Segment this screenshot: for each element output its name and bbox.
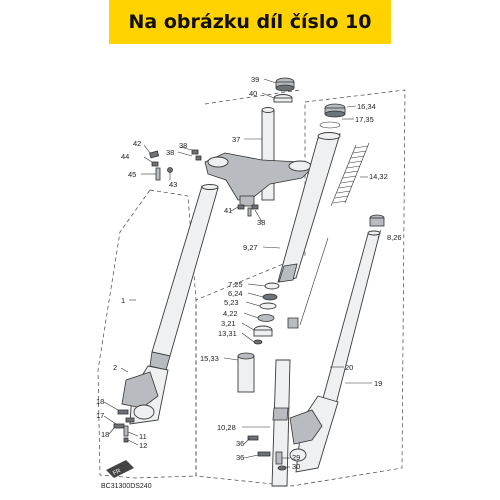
part-17-35-oring xyxy=(319,121,341,129)
callout-5-23: 5,23 xyxy=(224,298,239,307)
callout-37: 37 xyxy=(232,135,240,144)
bolts-36 xyxy=(247,435,271,457)
callout-42: 42 xyxy=(133,139,141,148)
front-arrow-badge: FR xyxy=(106,460,134,478)
triple-clamp xyxy=(204,152,313,207)
callout-13-31: 13,31 xyxy=(218,329,237,338)
callout-11: 11 xyxy=(139,432,147,441)
title-banner: Na obrázku díl číslo 10 xyxy=(109,0,391,44)
part-14-32-spring xyxy=(330,142,370,207)
callout-38-a: 38 xyxy=(179,141,187,150)
part-39-cap xyxy=(275,77,295,92)
outline-top xyxy=(204,89,301,105)
callout-43: 43 xyxy=(169,180,177,189)
part-16-34-cap xyxy=(324,103,346,118)
part-20-inner-tube-right xyxy=(321,230,381,405)
diagram-code: BC31300DS240 xyxy=(101,483,152,490)
callout-17: 17 xyxy=(96,411,104,420)
callout-18-b: 18 xyxy=(101,430,109,439)
callout-38-b: 38 xyxy=(166,148,174,157)
callout-30: 30 xyxy=(292,462,300,471)
callout-1: 1 xyxy=(121,296,125,305)
damper-rod xyxy=(299,237,329,326)
callout-7-25: 7,25 xyxy=(228,280,243,289)
callout-10-28: 10,28 xyxy=(217,423,236,432)
fr-label: FR xyxy=(112,468,122,477)
callout-6-24: 6,24 xyxy=(228,289,243,298)
callout-36-b: 36 xyxy=(236,453,244,462)
callout-29: 29 xyxy=(292,453,300,462)
callout-12: 12 xyxy=(139,441,147,450)
callout-8-26: 8,26 xyxy=(387,233,402,242)
part-15-33-cylinder xyxy=(237,352,255,393)
bolts-42-44-45 xyxy=(149,149,202,181)
part-40-nut xyxy=(273,94,293,103)
part-9-27-outer-tube xyxy=(277,132,341,283)
part-1-left-fork xyxy=(149,184,219,371)
leader-lines xyxy=(103,78,382,468)
callout-17-35: 17,35 xyxy=(355,115,374,124)
callout-14-32: 14,32 xyxy=(369,172,388,181)
callout-36-a: 36 xyxy=(236,439,244,448)
callout-15-33: 15,33 xyxy=(200,354,219,363)
callout-9-27: 9,27 xyxy=(243,243,258,252)
callout-16-34: 16,34 xyxy=(357,102,376,111)
callout-labels: 39 40 16,34 17,35 42 38 44 38 37 45 43 1… xyxy=(96,75,402,471)
bolts-41-38-lower xyxy=(237,204,259,217)
callout-19: 19 xyxy=(374,379,382,388)
callout-44: 44 xyxy=(121,152,129,161)
callout-18-a: 18 xyxy=(96,397,104,406)
outline-left-fork xyxy=(97,189,197,479)
banner-title: Na obrázku díl číslo 10 xyxy=(128,11,372,33)
callout-40: 40 xyxy=(249,89,257,98)
bolts-11-12 xyxy=(123,425,129,443)
callout-41: 41 xyxy=(224,206,232,215)
callout-45: 45 xyxy=(128,170,136,179)
callout-3-21: 3,21 xyxy=(221,319,236,328)
callout-39: 39 xyxy=(251,75,259,84)
callout-38-c: 38 xyxy=(257,218,265,227)
right-lower-leg xyxy=(289,395,339,473)
callout-20: 20 xyxy=(345,363,353,372)
part-8-26-collar xyxy=(369,214,385,227)
callout-2: 2 xyxy=(113,363,117,372)
callout-4-22: 4,22 xyxy=(223,309,238,318)
part-2-left-lower-leg xyxy=(121,365,169,425)
washers-stack xyxy=(253,282,280,345)
